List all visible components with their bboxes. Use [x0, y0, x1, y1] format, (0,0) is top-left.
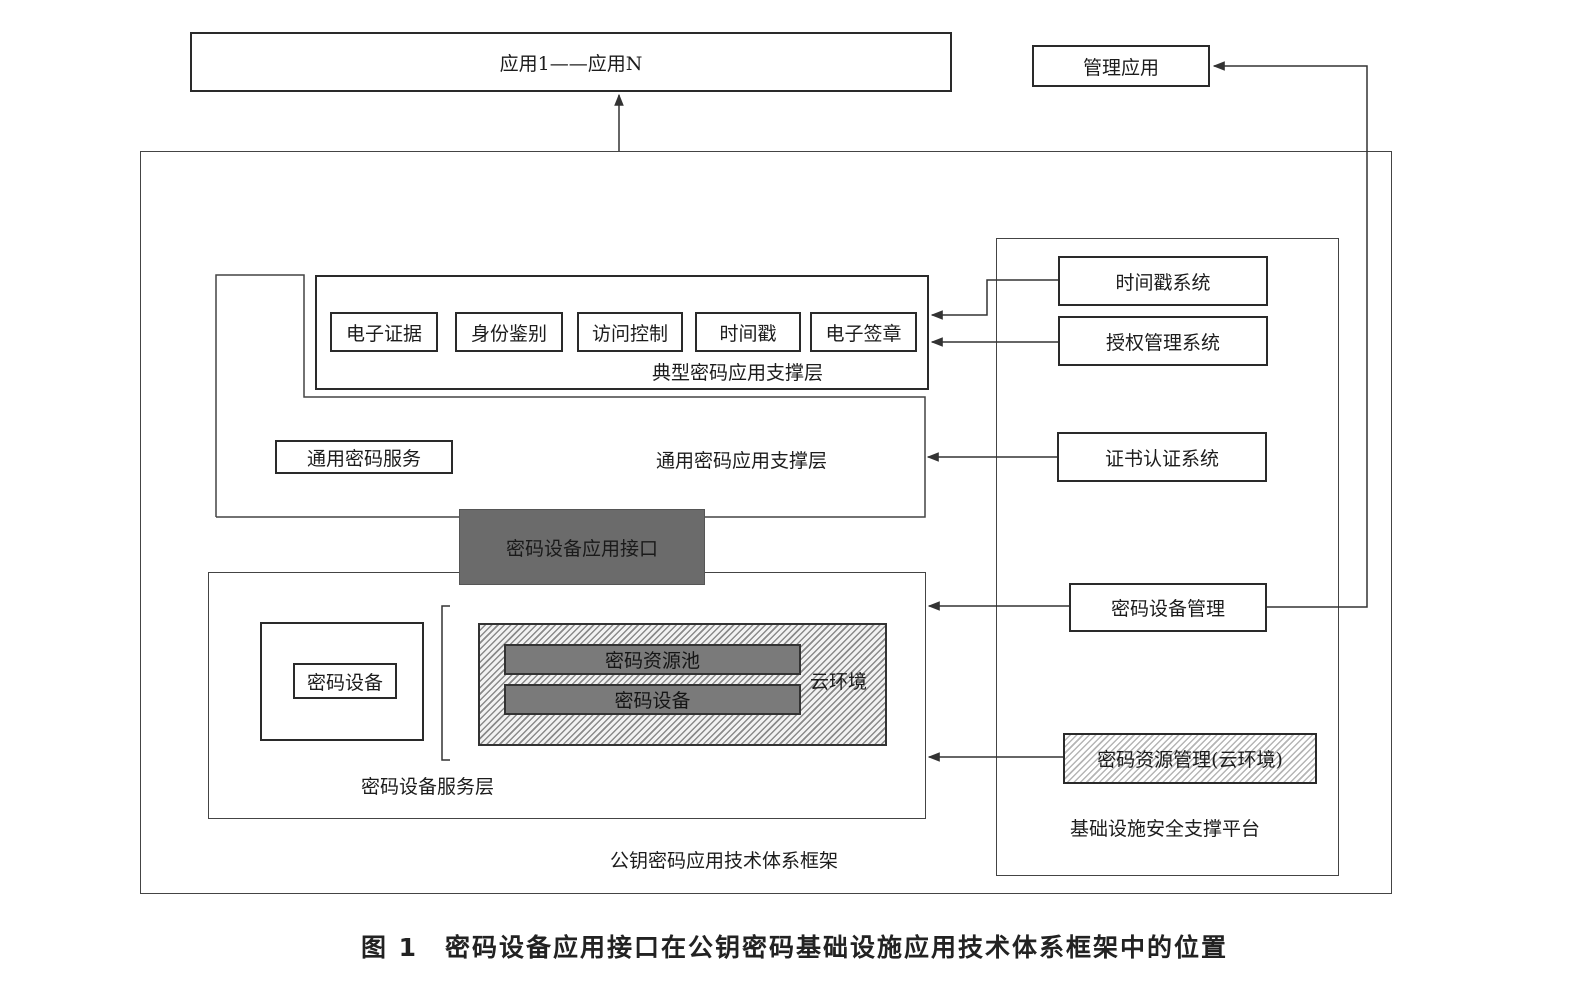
item-electronic-evidence: 电子证据	[330, 312, 438, 352]
timestamp-system-box: 时间戳系统	[1058, 256, 1268, 306]
figure-caption: 图 1 密码设备应用接口在公钥密码基础设施应用技术体系框架中的位置	[360, 933, 1229, 962]
device-interface-block: 密码设备应用接口	[459, 509, 705, 585]
general-layer-label: 通用密码应用支撑层	[656, 450, 828, 472]
cloud-environment-label: 云环境	[810, 671, 868, 693]
item-timestamp: 时间戳	[695, 312, 801, 352]
device-box: 密码设备	[293, 663, 397, 699]
cloud-resource-management-box: 密码资源管理(云环境)	[1063, 733, 1317, 784]
cloud-device-bar: 密码设备	[504, 684, 801, 715]
item-electronic-seal: 电子签章	[810, 312, 917, 352]
authorization-system-box: 授权管理系统	[1058, 316, 1268, 366]
item-access-control: 访问控制	[577, 312, 683, 352]
certificate-system-box: 证书认证系统	[1057, 432, 1267, 482]
framework-title: 公钥密码应用技术体系框架	[610, 850, 839, 872]
applications-box: 应用1——应用N	[190, 32, 952, 92]
item-identity-authentication: 身份鉴别	[455, 312, 563, 352]
device-management-box: 密码设备管理	[1069, 583, 1267, 632]
resource-pool-bar: 密码资源池	[504, 644, 801, 675]
typical-layer-label: 典型密码应用支撑层	[652, 362, 824, 384]
device-layer-label: 密码设备服务层	[361, 776, 495, 798]
framework-boundary	[140, 151, 1392, 894]
platform-title: 基础设施安全支撑平台	[1070, 818, 1261, 840]
general-service-box: 通用密码服务	[275, 440, 453, 474]
management-app-box: 管理应用	[1032, 45, 1210, 87]
